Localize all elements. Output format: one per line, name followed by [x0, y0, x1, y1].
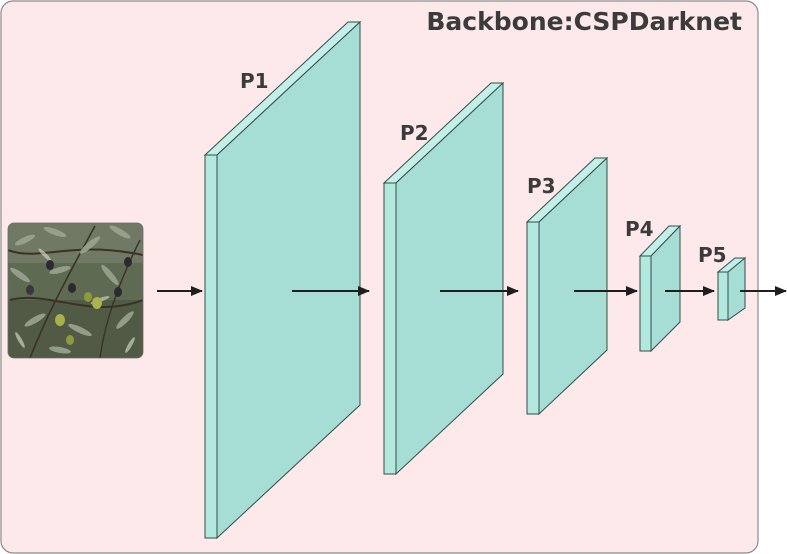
stage-p3-label: P3 — [527, 174, 556, 198]
stage-p5-label: P5 — [698, 243, 727, 267]
stage-p2-label: P2 — [400, 121, 429, 145]
olive-branch-photo-icon — [8, 223, 143, 358]
stage-p4-label: P4 — [625, 217, 654, 241]
diagram-title: Backbone:CSPDarknet — [426, 7, 742, 36]
stage-p1-label: P1 — [240, 69, 269, 93]
